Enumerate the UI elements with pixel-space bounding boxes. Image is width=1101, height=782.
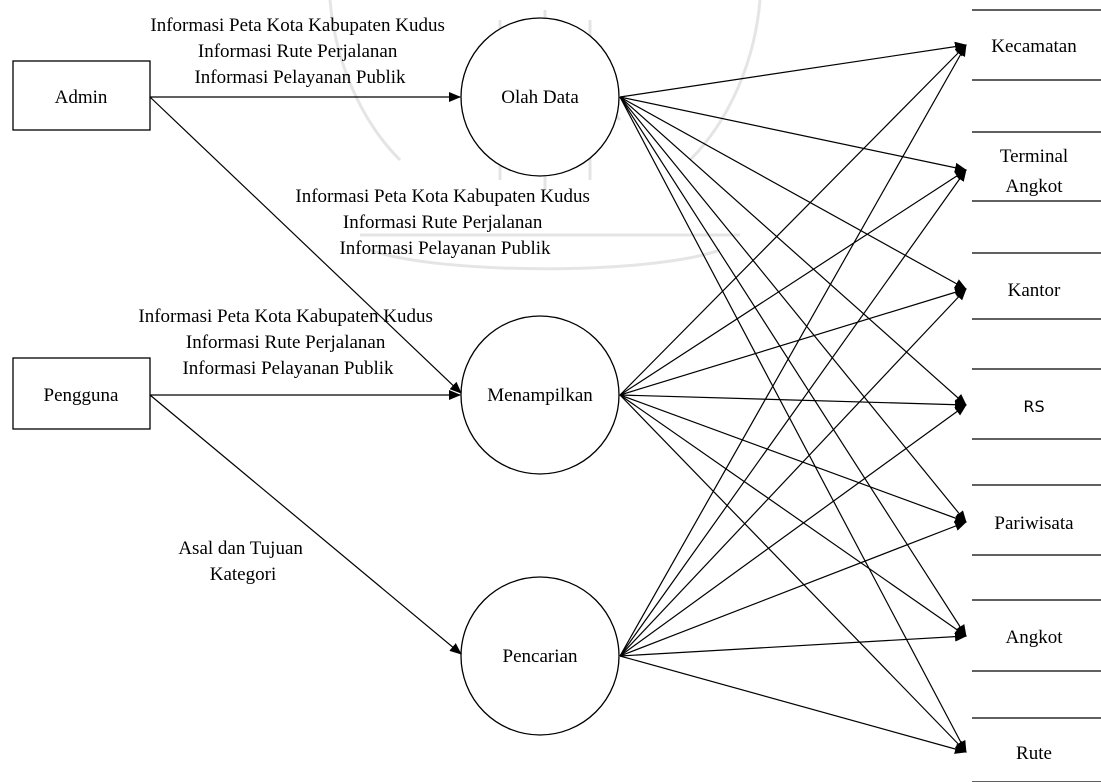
store-label-rs: RS	[1023, 397, 1044, 416]
flow-menampilkan-to-pariwisata	[619, 394, 967, 523]
store-pariwisata: Pariwisata	[972, 484, 1101, 556]
flow-label-admin-olah: Informasi Peta Kota Kabupaten Kudus Info…	[150, 15, 449, 88]
process-olah-data-label: Olah Data	[501, 87, 579, 108]
flow-pencarian-to-terminal-angkot	[619, 169, 967, 657]
store-label-pariwisata: Pariwisata	[994, 513, 1074, 534]
process-pencarian: Pencarian	[460, 576, 620, 736]
flow-menampilkan-to-rs	[619, 394, 967, 410]
flow-olah-data-to-kecamatan	[619, 41, 967, 98]
flow-pencarian-to-kantor	[619, 288, 967, 657]
entity-admin: Admin	[12, 60, 151, 131]
flow-olah-data-to-rute	[619, 96, 967, 753]
store-rute: Rute	[972, 717, 1101, 782]
entity-admin-label: Admin	[55, 87, 108, 108]
process-menampilkan: Menampilkan	[460, 315, 620, 475]
store-label-kantor: Kantor	[1008, 280, 1061, 301]
flow-olah-data-to-pariwisata	[619, 96, 967, 523]
flow-menampilkan-to-rute	[619, 394, 967, 753]
flow-pencarian-to-kecamatan	[619, 44, 967, 657]
store-label-rute: Rute	[1016, 743, 1052, 764]
flow-label-admin-menampilkan: Informasi Peta Kota Kabupaten Kudus Info…	[295, 186, 594, 259]
entity-pengguna-label: Pengguna	[44, 385, 120, 406]
process-menampilkan-label: Menampilkan	[487, 385, 593, 406]
store-label-angkot: Angkot	[1006, 627, 1064, 648]
flow-menampilkan-to-terminal-angkot	[619, 169, 967, 396]
flow-menampilkan-to-kantor	[619, 287, 967, 396]
flow-olah-data-to-terminal-angkot	[619, 96, 967, 173]
entity-pengguna: Pengguna	[12, 357, 151, 430]
flow-olah-data-to-kantor	[619, 96, 967, 290]
flow-olah-data-to-rs	[619, 96, 967, 406]
process-pencarian-label: Pencarian	[503, 646, 578, 667]
store-kantor: Kantor	[972, 252, 1101, 320]
store-rs: RS	[972, 368, 1101, 440]
store-kecamatan: Kecamatan	[972, 9, 1101, 81]
flow-menampilkan-to-kecamatan	[619, 44, 967, 396]
flow-pengguna-to-pencarian	[149, 394, 462, 655]
flow-pencarian-to-rute	[619, 655, 967, 754]
flow-pencarian-to-angkot	[619, 631, 967, 657]
flow-olah-data-to-angkot	[619, 96, 967, 637]
process-olah-data: Olah Data	[460, 17, 620, 177]
flow-label-pengguna-pencarian: Asal dan Tujuan Kategori	[178, 538, 307, 585]
process-to-store-flows	[619, 41, 967, 754]
flow-label-pengguna-menampilkan: Informasi Peta Kota Kabupaten Kudus Info…	[138, 306, 437, 379]
store-label-kecamatan: Kecamatan	[991, 36, 1077, 57]
flow-menampilkan-to-angkot	[619, 394, 967, 637]
flow-pencarian-to-rs	[619, 404, 967, 657]
store-angkot: Angkot	[972, 599, 1101, 672]
flow-admin-to-menampilkan	[149, 96, 462, 394]
flow-pencarian-to-pariwisata	[619, 521, 967, 657]
